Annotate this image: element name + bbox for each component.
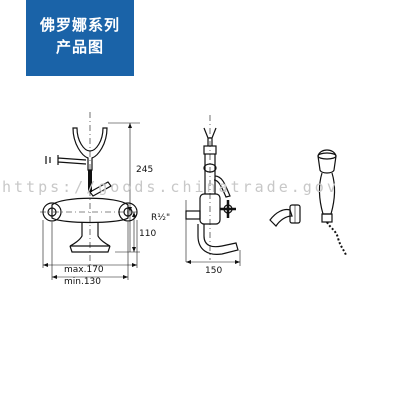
cross-handle: [220, 200, 236, 218]
series-banner: 佛罗娜系列 产品图: [26, 0, 134, 76]
side-view: [185, 115, 241, 266]
mixer-body: [51, 197, 129, 224]
dim-height-total: 245: [136, 165, 153, 175]
dim-spout-length: 150: [205, 266, 222, 276]
dim-thread: R½": [151, 213, 170, 223]
front-view: [40, 112, 140, 280]
wall-bracket: [269, 204, 301, 227]
product-diagram-title: 产品图: [55, 38, 104, 56]
cradle-hook: [72, 127, 108, 171]
shower-head: [317, 149, 337, 174]
dim-width-max: max.170: [64, 265, 104, 275]
watermark: https://goods.chinatrade.gov: [2, 178, 339, 196]
hand-shower: [317, 149, 347, 256]
lever-side: [213, 175, 231, 198]
wall-connector: [185, 210, 201, 220]
series-title: 佛罗娜系列: [39, 16, 120, 34]
dim-width-min: min.130: [64, 277, 101, 287]
spout-side: [197, 224, 239, 255]
hose-outlet: [45, 155, 87, 165]
dim-height-outlet: 110: [139, 229, 156, 239]
diverter-lever: [89, 181, 112, 197]
